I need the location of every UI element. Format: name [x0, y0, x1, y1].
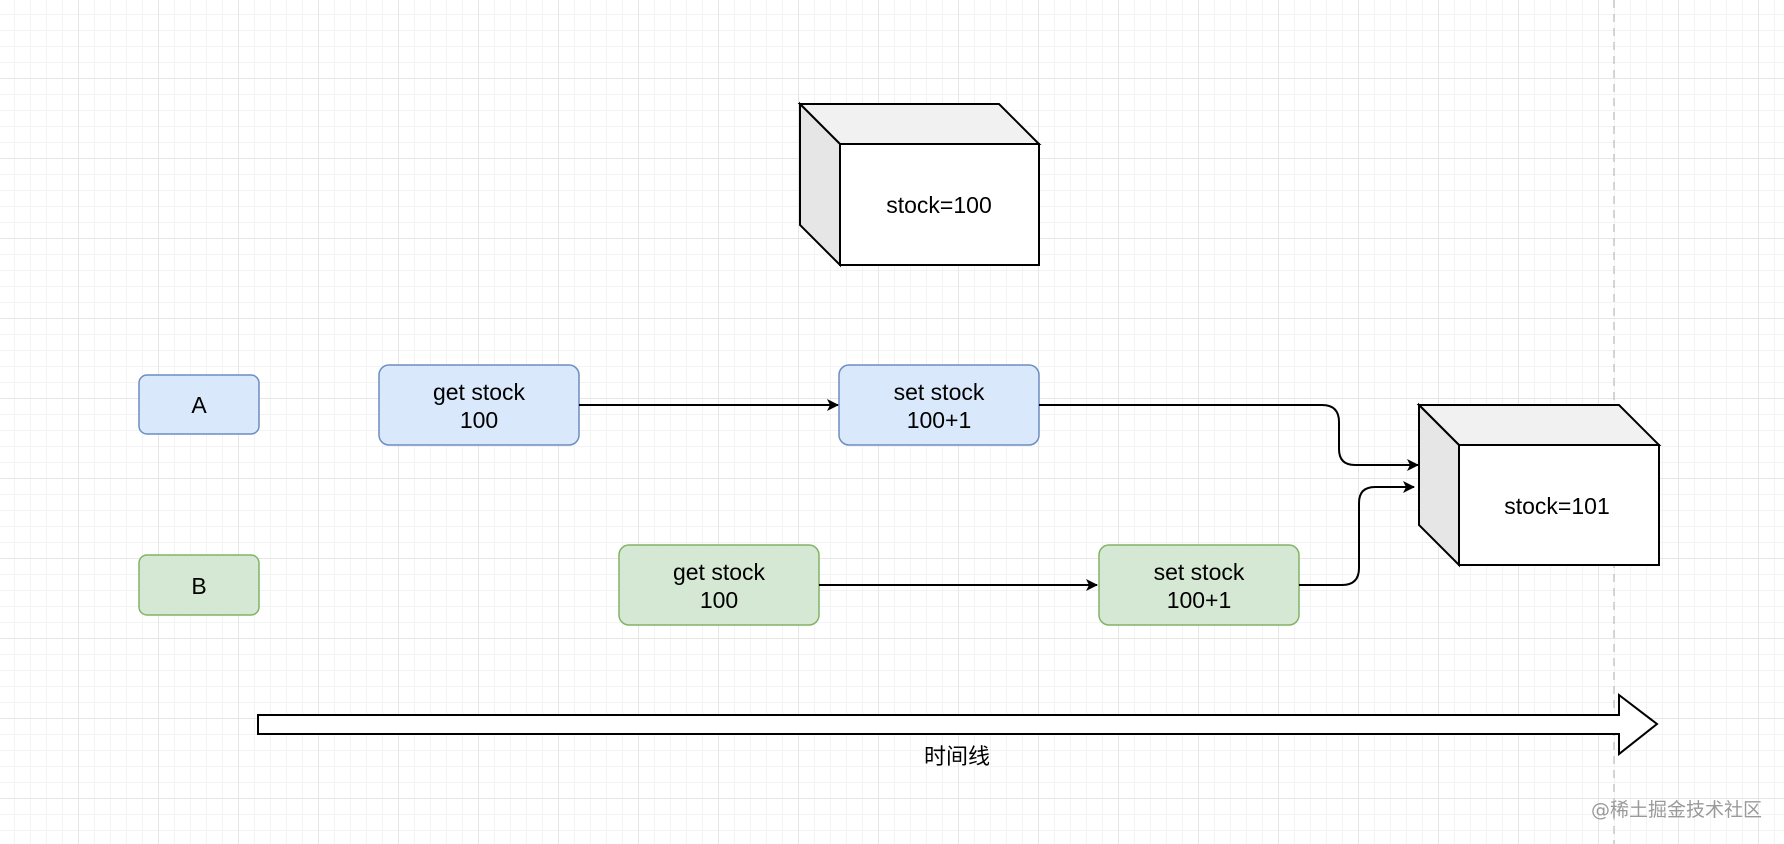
- stock-initial-label: stock=100: [886, 192, 992, 218]
- a-set-stock-node[interactable]: set stock 100+1: [838, 364, 1040, 446]
- actor-b-box: [138, 554, 260, 616]
- cube-top-face: [797, 103, 1042, 145]
- b-get-stock-line2: 100: [700, 587, 738, 613]
- actor-b-label: B: [191, 573, 206, 599]
- a-get-stock-line2: 100: [460, 407, 498, 433]
- b-set-stock-line1: set stock: [1154, 559, 1245, 585]
- a-set-stock-box: [838, 364, 1040, 446]
- b-get-stock-line1: get stock: [673, 559, 766, 585]
- a-get-stock-node[interactable]: get stock 100: [378, 364, 580, 446]
- stock-final-label: stock=101: [1504, 493, 1610, 519]
- b-get-stock-node[interactable]: get stock 100: [618, 544, 820, 626]
- a-set-stock-line2: 100+1: [907, 407, 972, 433]
- stock-final-cube[interactable]: stock=101: [1416, 402, 1662, 568]
- actor-a-label: A: [191, 392, 207, 418]
- edge-a-set-to-final-stock[interactable]: [1039, 404, 1419, 471]
- timeline-arrow: [257, 692, 1659, 757]
- edge-b-set-to-final-stock[interactable]: [1299, 481, 1415, 586]
- timeline-label: 时间线: [924, 745, 990, 770]
- b-set-stock-box: [1098, 544, 1300, 626]
- b-get-stock-box: [618, 544, 820, 626]
- actor-a-box: [138, 374, 260, 435]
- b-set-stock-node[interactable]: set stock 100+1: [1098, 544, 1300, 626]
- watermark: @稀土掘金技术社区: [1590, 799, 1762, 821]
- cube-front-face: [1458, 444, 1660, 566]
- cube-front-face: [839, 143, 1040, 266]
- cube-top-face: [1416, 404, 1662, 446]
- actor-b[interactable]: B: [138, 554, 260, 616]
- a-get-stock-line1: get stock: [433, 379, 526, 405]
- a-get-stock-box: [378, 364, 580, 446]
- stock-initial-cube[interactable]: stock=100: [797, 101, 1042, 268]
- a-set-stock-line1: set stock: [894, 379, 985, 405]
- b-set-stock-line2: 100+1: [1167, 587, 1232, 613]
- actor-a[interactable]: A: [138, 374, 260, 435]
